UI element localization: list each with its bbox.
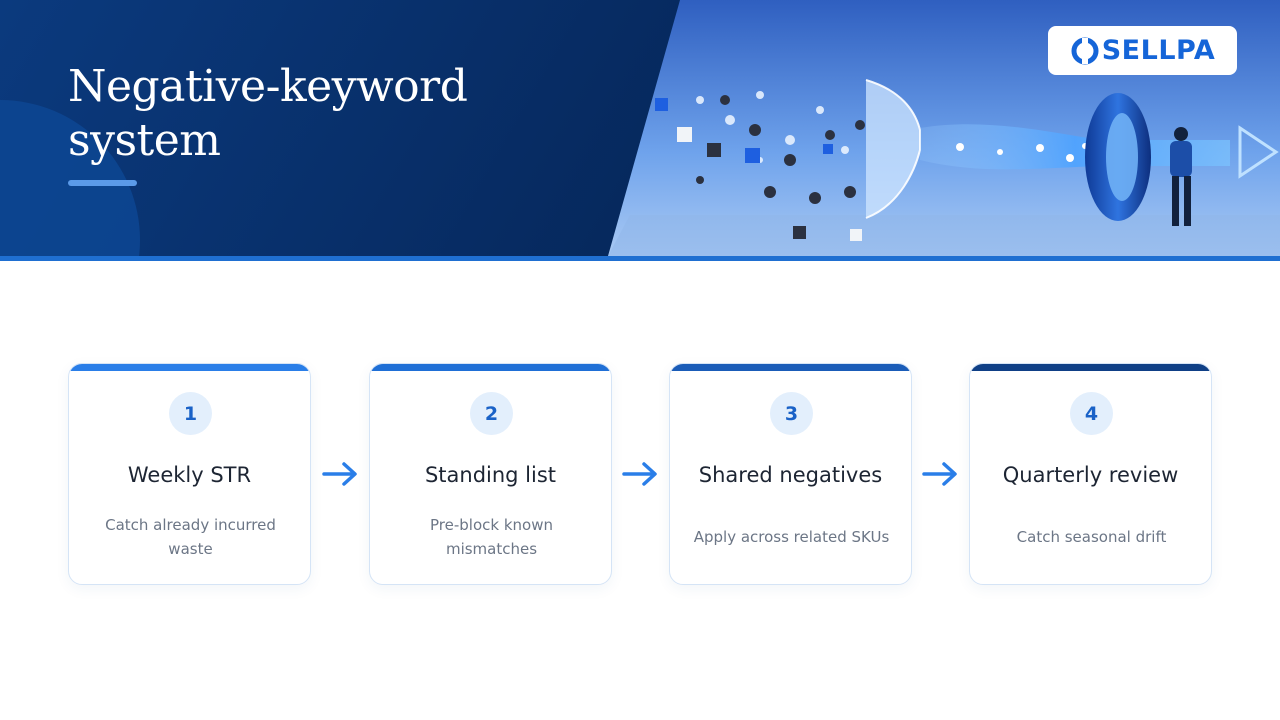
step-card-1: 1 Weekly STR Catch already incurred wast… [68, 363, 311, 585]
page-title-line-1: Negative-keyword [68, 61, 468, 112]
step-card-3: 3 Shared negatives Apply across related … [669, 363, 912, 585]
step-description: Catch seasonal drift [1016, 528, 1167, 546]
step-title: Shared negatives [698, 463, 883, 487]
step-description: Apply across related SKUs [693, 528, 890, 546]
step-title: Standing list [424, 463, 557, 487]
step-description: Catch already incurred waste [105, 516, 276, 558]
step-number-badge: 4 [1070, 392, 1113, 435]
step-number-badge: 1 [169, 392, 212, 435]
page-title-line-2: system [68, 115, 221, 166]
step-card-2: 2 Standing list Pre-block known mismatch… [369, 363, 612, 585]
title-underline [68, 180, 137, 186]
brand-logo: SELLPA [1048, 26, 1237, 75]
step-card-accent [69, 364, 310, 371]
page-title: Negative-keyword system [68, 60, 588, 168]
arrow-right-icon [622, 462, 657, 486]
brand-name: SELLPA [1101, 35, 1216, 66]
step-title: Weekly STR [127, 463, 252, 487]
step-card-4: 4 Quarterly review Catch seasonal drift [969, 363, 1212, 585]
step-card-accent [970, 364, 1211, 371]
sellpa-logo-icon [1071, 37, 1099, 64]
step-description: Pre-block known mismatches [430, 516, 553, 558]
step-card-accent [670, 364, 911, 371]
arrow-right-icon [922, 462, 957, 486]
step-number-badge: 3 [770, 392, 813, 435]
step-card-accent [370, 364, 611, 371]
step-number-badge: 2 [470, 392, 513, 435]
header-banner: Negative-keyword system SELLPA [0, 0, 1280, 256]
arrow-right-icon [322, 462, 357, 486]
step-title: Quarterly review [1002, 463, 1179, 487]
header-accent-line [0, 256, 1280, 261]
